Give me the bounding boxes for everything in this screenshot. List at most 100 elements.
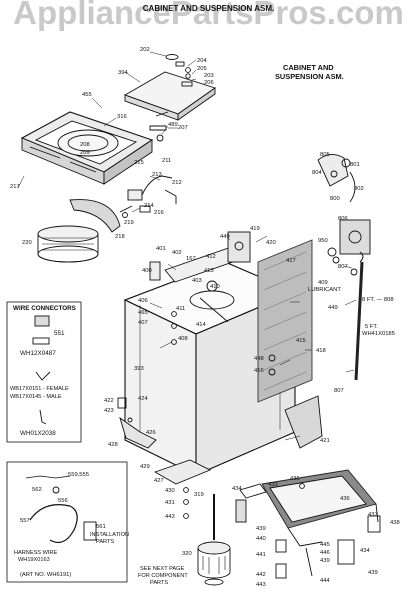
callout-220: 220 xyxy=(22,240,32,246)
harness-callout-561: 561 xyxy=(96,524,106,530)
harness-callout-559: 559,555 xyxy=(68,472,89,478)
callout-319: 319 xyxy=(194,492,204,498)
connector-551-label: 551 xyxy=(54,330,65,337)
callout-443-bottom: 443 xyxy=(256,582,266,588)
callout-801: 801 xyxy=(350,162,360,168)
callout-806: 806 xyxy=(338,216,348,222)
connector-part-wh12x0487: WH12X0487 xyxy=(20,350,56,357)
harness-callout-557: 557 xyxy=(20,518,30,524)
leader-lines xyxy=(17,51,357,441)
callout-316: 316 xyxy=(117,114,127,120)
callout-417: 417 xyxy=(286,258,296,264)
section-title-line2: SUSPENSION ASM. xyxy=(275,72,344,81)
callout-413: 413 xyxy=(204,268,214,274)
callout-428: 428 xyxy=(108,442,118,448)
callout-214: 214 xyxy=(144,203,154,209)
callout-416: 416 xyxy=(254,368,264,374)
callout-805: 805 xyxy=(320,152,330,158)
see-next-page-line1: SEE NEXT PAGE xyxy=(140,566,185,572)
callout-400: 400 xyxy=(142,268,152,274)
connector-part-female: WB17X0151 - FEMALE xyxy=(10,386,69,392)
callout-426: 426 xyxy=(146,430,156,436)
callout-410: 410 xyxy=(210,284,220,290)
callout-435: 435 xyxy=(290,476,300,482)
callout-167: 167 xyxy=(186,256,196,262)
callout-421: 421 xyxy=(320,438,330,444)
cabinet-cover-part xyxy=(20,111,154,185)
callout-448: 448 xyxy=(254,356,264,362)
callout-455: 455 xyxy=(82,92,92,98)
art-number: (ART NO. WH6191) xyxy=(20,572,72,578)
callout-441: 441 xyxy=(256,552,266,558)
lubricant-number: 409 xyxy=(318,280,328,286)
callout-402: 402 xyxy=(172,250,182,256)
callout-414: 414 xyxy=(196,322,206,328)
callout-419: 419 xyxy=(250,226,260,232)
callout-434: 434 xyxy=(232,486,242,492)
leg-bracket-part xyxy=(117,397,157,449)
callout-440: 440 xyxy=(256,536,266,542)
callout-219: 219 xyxy=(124,220,134,226)
watermark: AppliancePartsPros.com xyxy=(13,0,404,31)
callout-439-mid: 439 xyxy=(320,558,330,564)
callout-950: 950 xyxy=(318,238,328,244)
callout-415: 415 xyxy=(296,338,306,344)
callout-208: 208 xyxy=(80,142,90,148)
callout-431: 431 xyxy=(165,500,175,506)
callout-449: 449 xyxy=(220,234,230,240)
callout-802: 802 xyxy=(354,186,364,192)
callout-439-bottom: 439 xyxy=(368,570,378,576)
tub-ring-part xyxy=(37,199,121,263)
harness-callout-556: 556 xyxy=(58,498,68,504)
callout-217: 217 xyxy=(10,184,20,190)
callout-205: 205 xyxy=(197,66,207,72)
callout-204: 204 xyxy=(197,58,207,64)
callout-800: 800 xyxy=(330,196,340,202)
harness-callout-562: 562 xyxy=(32,487,42,493)
lid-switch-part xyxy=(119,175,177,218)
callout-408: 408 xyxy=(178,336,188,342)
callout-407: 407 xyxy=(138,320,148,326)
callout-434-right: 434 xyxy=(360,548,370,554)
connector-part-wh01x2038: WH01X2038 xyxy=(20,430,56,437)
callout-418: 418 xyxy=(316,348,326,354)
hose-5ft-part: WH41X0185 xyxy=(362,331,395,337)
callout-804: 804 xyxy=(312,170,322,176)
rail-part xyxy=(284,395,323,449)
cover-hardware xyxy=(149,111,169,142)
callout-218: 218 xyxy=(115,234,125,240)
callout-206: 206 xyxy=(204,80,214,86)
callout-213: 213 xyxy=(152,172,162,178)
callout-449-right: 449 xyxy=(328,305,338,311)
installation-parts-line2: PARTS xyxy=(96,539,115,545)
callout-465: 465 xyxy=(138,310,148,316)
connector-part-male: WB17X0145 - MALE xyxy=(10,394,62,400)
callout-807: 807 xyxy=(338,264,348,270)
wire-connectors-box xyxy=(6,301,82,443)
callout-216: 216 xyxy=(154,210,164,216)
callout-209: 209 xyxy=(80,150,90,156)
section-title-line1: CABINET AND xyxy=(283,63,334,72)
see-next-page-line2: FOR COMPONENT xyxy=(138,573,188,579)
hose-5ft-note: 5 FT. xyxy=(365,324,378,330)
valve-assembly-part xyxy=(317,154,371,257)
callout-429: 429 xyxy=(140,464,150,470)
drain-hose-part xyxy=(354,251,364,381)
callout-423: 423 xyxy=(104,408,114,414)
spring-bracket-parts xyxy=(275,515,381,579)
lid-part xyxy=(123,71,216,121)
callout-443: 443 xyxy=(165,514,175,520)
callout-424: 424 xyxy=(138,396,148,402)
callout-420: 420 xyxy=(266,240,276,246)
callout-215: 215 xyxy=(134,160,144,166)
callout-807-lower: 807 xyxy=(334,388,344,394)
callout-412: 412 xyxy=(206,254,216,260)
callout-422: 422 xyxy=(104,398,114,404)
callout-427: 427 xyxy=(154,478,164,484)
wire-connectors-title: WIRE CONNECTORS xyxy=(13,305,76,312)
installation-parts-line1: INSTALLATION xyxy=(90,532,129,538)
harness-wire-label: HARNESS WIRE xyxy=(14,550,58,556)
callout-393: 393 xyxy=(134,366,144,372)
